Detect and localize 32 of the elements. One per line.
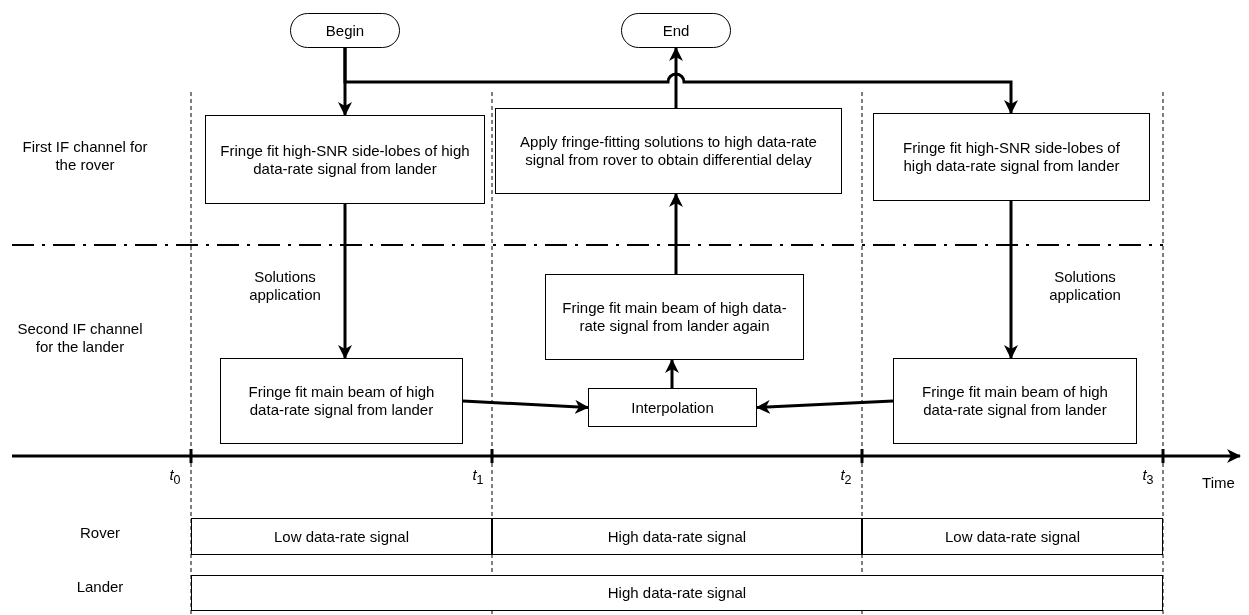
arrow: [756, 399, 894, 414]
time-label: t$_{3}$: [1141, 466, 1155, 489]
arrow: [462, 399, 589, 414]
edge-label: Solutions application: [248, 268, 322, 304]
axis-label: Time: [1201, 474, 1236, 492]
arrow: [343, 48, 1018, 114]
arrow: [338, 204, 352, 359]
signal-bar: High data-rate signal: [191, 575, 1163, 611]
process-box: Interpolation: [588, 388, 757, 427]
lane-label: Second IF channel for the lander: [16, 320, 144, 356]
signal-bar: Low data-rate signal: [191, 518, 492, 555]
process-box: Fringe fit main beam of high data-rate signal from lander: [893, 358, 1137, 444]
lane-label: First IF channel for the rover: [21, 138, 149, 174]
arrow: [665, 359, 679, 388]
signal-bar: Low data-rate signal: [862, 518, 1163, 555]
process-box: Fringe fit high-SNR side-lobes of high data-rate signal from lander: [205, 115, 485, 204]
arrow: [669, 47, 683, 108]
time-label: t$_{1}$: [471, 466, 485, 489]
process-box: Fringe fit high-SNR side-lobes of high data-rate signal from lander: [873, 113, 1150, 201]
signal-bar: High data-rate signal: [492, 518, 862, 555]
process-box: Fringe fit main beam of high data-rate signal from lander again: [545, 274, 804, 360]
arrow: [1004, 201, 1018, 359]
process-box: Fringe fit main beam of high data-rate signal from lander: [220, 358, 463, 444]
terminal-box: End: [621, 13, 731, 48]
row-label: Rover: [79, 524, 121, 542]
process-box: Apply fringe-fitting solutions to high data-rate signal from rover to obtain differential delay: [495, 108, 842, 194]
arrow: [669, 193, 683, 274]
terminal-box: Begin: [290, 13, 400, 48]
edge-label: Solutions application: [1048, 268, 1122, 304]
row-label: Lander: [75, 578, 125, 596]
time-label: t$_{2}$: [839, 466, 853, 489]
time-label: t$_{0}$: [168, 466, 182, 489]
